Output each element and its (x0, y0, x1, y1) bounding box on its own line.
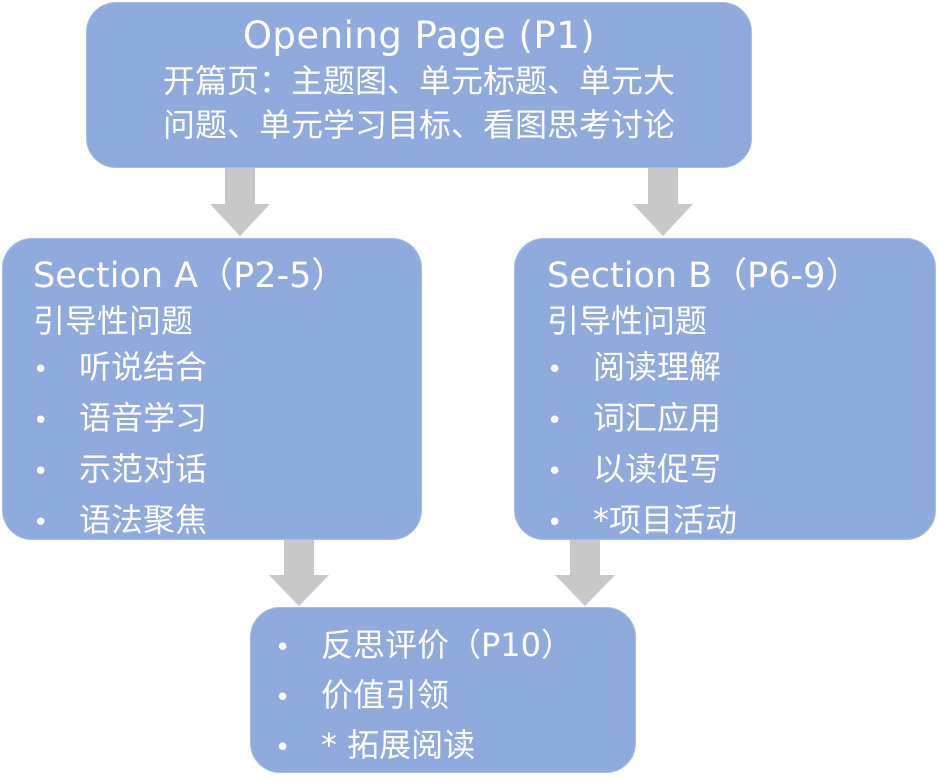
list-item: • 以读促写 (547, 445, 935, 496)
bullet-icon: • (275, 633, 291, 663)
reflection-box: • 反思评价（P10） • 价值引领 • * 拓展阅读 (250, 607, 636, 773)
section-b-subtitle: 引导性问题 (547, 302, 708, 340)
bullet-icon: • (547, 457, 563, 487)
list-item: • 听说结合 (33, 343, 421, 394)
list-item: • 价值引领 (275, 672, 635, 722)
list-item-label: 阅读理解 (593, 348, 722, 386)
list-item-label: * 拓展阅读 (321, 726, 476, 764)
section-a-list: • 听说结合 • 语音学习 • 示范对话 • 语法聚焦 (33, 343, 421, 547)
bullet-icon: • (33, 508, 49, 538)
list-item-label: 词汇应用 (593, 399, 722, 437)
opening-page-desc-line1: 开篇页：主题图、单元标题、单元大 (162, 62, 675, 100)
list-item: • * 拓展阅读 (275, 722, 635, 772)
list-item-label: 语法聚焦 (79, 501, 208, 539)
arrow-opening-to-section-b (633, 168, 693, 236)
section-b-box: Section B（P6-9） 引导性问题 •阅读理解 •词汇应用 •以读促写 … (514, 238, 936, 540)
bullet-icon: • (547, 355, 563, 385)
reflection-list: • 反思评价（P10） • 价值引领 • * 拓展阅读 (275, 622, 635, 772)
bullet-icon: • (33, 406, 49, 436)
section-b-list: • 阅读理解 • 词汇应用 • 以读促写 • *项目活动 (547, 343, 935, 547)
arrow-section-a-to-reflection (269, 540, 329, 606)
arrow-section-b-to-reflection (555, 540, 615, 606)
section-a-title: Section A（P2-5） (33, 256, 347, 296)
opening-page-box: Opening Page (P1) 开篇页：主题图、单元标题、单元大 问题、单元… (86, 2, 752, 168)
list-item-label: 价值引领 (321, 676, 450, 714)
list-item-label: 语音学习 (79, 399, 208, 437)
list-item-label: 示范对话 (79, 450, 208, 488)
arrow-opening-to-section-a (210, 168, 270, 236)
bullet-icon: • (547, 508, 563, 538)
list-item-label: 以读促写 (593, 450, 722, 488)
section-b-title: Section B（P6-9） (547, 256, 861, 296)
list-item-label: 反思评价（P10） (321, 626, 574, 664)
list-item: • 语法聚焦 (33, 496, 421, 547)
list-item: • 反思评价（P10） (275, 622, 635, 672)
list-item-label: 听说结合 (79, 348, 208, 386)
bullet-icon: • (275, 683, 291, 713)
opening-page-title: Opening Page (P1) (242, 14, 596, 57)
bullet-icon: • (33, 457, 49, 487)
opening-page-desc-line2: 问题、单元学习目标、看图思考讨论 (162, 106, 675, 144)
bullet-icon: • (33, 355, 49, 385)
list-item: • 语音学习 (33, 394, 421, 445)
list-item: • 阅读理解 (547, 343, 935, 394)
section-a-box: Section A（P2-5） 引导性问题 •听说结合 •语音学习 •示范对话 … (2, 238, 422, 540)
list-item-label: *项目活动 (593, 501, 738, 539)
list-item: • 示范对话 (33, 445, 421, 496)
list-item: • 词汇应用 (547, 394, 935, 445)
bullet-icon: • (547, 406, 563, 436)
bullet-icon: • (275, 733, 291, 763)
section-a-subtitle: 引导性问题 (33, 302, 194, 340)
list-item: • *项目活动 (547, 496, 935, 547)
